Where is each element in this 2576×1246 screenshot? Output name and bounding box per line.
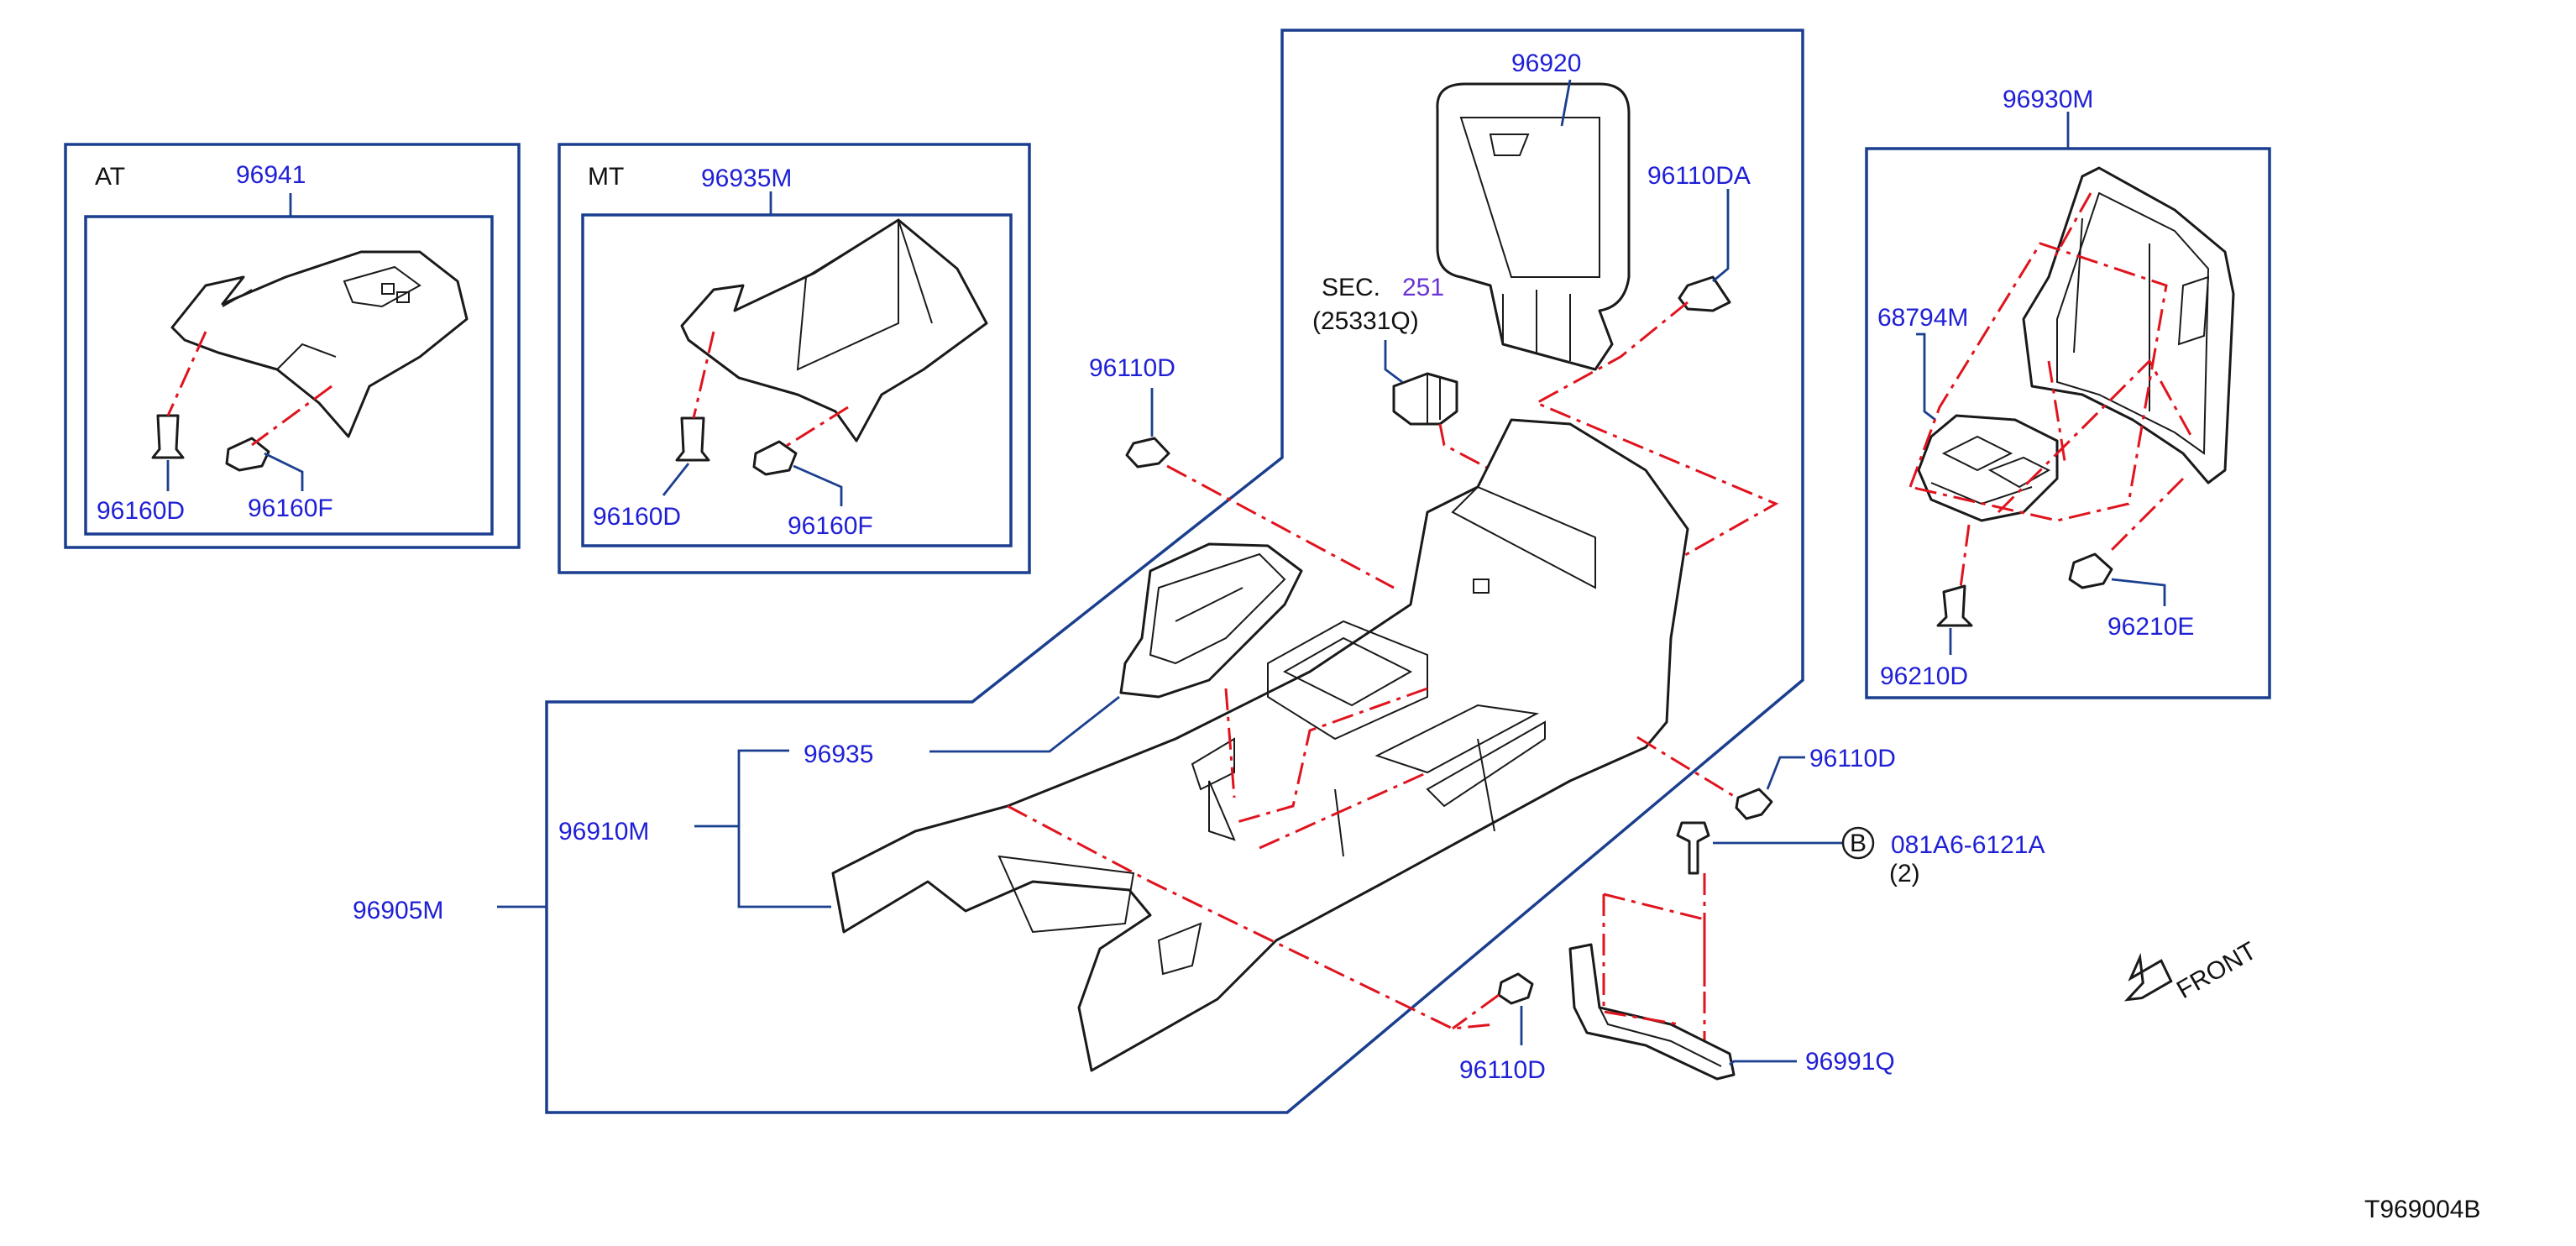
part-96110d-left-label[interactable]: 96110D	[1089, 354, 1175, 382]
clip-96110d-right	[1735, 788, 1773, 820]
part-96905m-label[interactable]: 96905M	[353, 897, 443, 924]
clip-96210d	[1936, 584, 1973, 627]
main-assembly-box	[545, 29, 1804, 1114]
clip-96110d-left	[1125, 437, 1170, 469]
at-shift-cover	[170, 250, 469, 438]
part-96110d-bottom-label[interactable]: 96110D	[1459, 1056, 1546, 1084]
part-96935m-label[interactable]: 96935M	[701, 165, 792, 192]
front-arrow: FRONT	[2123, 937, 2261, 1004]
mt-boot-cover	[680, 218, 988, 442]
part-96110d-right-label[interactable]: 96110D	[1809, 745, 1896, 772]
part-96910m-label[interactable]: 96910M	[558, 818, 649, 846]
part-96160d-mt-label[interactable]: 96160D	[593, 503, 681, 531]
armrest-lid-96920	[1436, 82, 1631, 371]
part-081a6-6121a-label[interactable]: 081A6-6121A	[1891, 831, 2045, 859]
at-outer-box	[64, 143, 521, 549]
mt-inset: MT 96935M 96160D 96160F	[558, 143, 1031, 574]
front-arrow-icon	[2123, 952, 2173, 1002]
sec-prefix-label: SEC.	[1322, 274, 1380, 301]
part-96110da-label[interactable]: 96110DA	[1647, 162, 1751, 190]
part-96920-label[interactable]: 96920	[1511, 50, 1581, 77]
diagram-code: T969004B	[2364, 1196, 2480, 1223]
at-clip-96160f	[225, 437, 270, 472]
at-clip-96160d	[151, 414, 185, 459]
cup-holder-68794m	[1917, 414, 2059, 522]
shift-bezel-96935	[1119, 542, 1303, 699]
bracket-96991q	[1568, 943, 1736, 1081]
sec-251-switch	[1392, 372, 1458, 426]
sec-ref-label: (25331Q)	[1312, 307, 1419, 335]
clip-96110d-bottom	[1497, 972, 1534, 1005]
at-label: AT	[95, 163, 125, 191]
part-96160d-at-label[interactable]: 96160D	[97, 497, 185, 525]
bolt-081a6	[1676, 821, 1710, 875]
clip-96210e	[2068, 552, 2113, 589]
mt-inner-box	[581, 213, 1013, 547]
mt-label: MT	[588, 163, 624, 191]
part-96941-label[interactable]: 96941	[236, 161, 306, 189]
mt-clip-96160d	[675, 416, 710, 462]
bolt-marker-circle	[1841, 826, 1875, 860]
console-body-96910m	[831, 418, 1689, 1072]
part-96210e-label[interactable]: 96210E	[2107, 613, 2194, 641]
bolt-qty-label: (2)	[1889, 860, 1920, 887]
part-96930m-label[interactable]: 96930M	[2003, 86, 2093, 113]
at-inner-box	[84, 215, 494, 536]
sec-251-label[interactable]: 251	[1402, 274, 1444, 301]
part-68794m-label[interactable]: 68794M	[1877, 304, 1968, 332]
mt-outer-box	[558, 143, 1031, 574]
bolt-marker-b: B	[1850, 830, 1867, 857]
part-96210d-label[interactable]: 96210D	[1880, 662, 1968, 690]
front-label: FRONT	[2172, 937, 2261, 1004]
clip-96110da	[1678, 275, 1731, 312]
rear-finisher-96930m	[2022, 166, 2235, 484]
at-inset: AT 96941 96160D 96160F	[64, 143, 521, 549]
part-96991q-label[interactable]: 96991Q	[1805, 1048, 1895, 1076]
mt-clip-96160f	[752, 440, 798, 476]
part-96160f-at-label[interactable]: 96160F	[248, 495, 333, 522]
right-inset: 96930M 68794M 96210D	[1865, 86, 2271, 699]
part-96160f-mt-label[interactable]: 96160F	[788, 512, 873, 540]
part-96935-label[interactable]: 96935	[804, 741, 873, 768]
